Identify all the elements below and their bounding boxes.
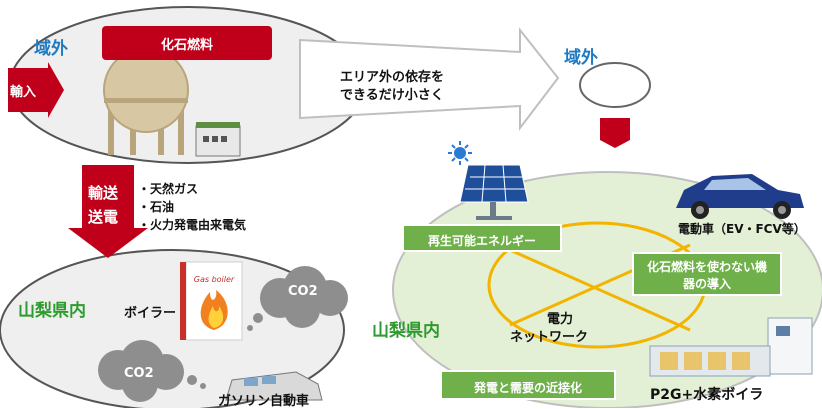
gasoline-car-label: ガソリン自動車 (218, 394, 310, 409)
transport-label: 輸送 (88, 184, 119, 202)
non-fossil-appliance-label-2: 器の導入 (682, 277, 731, 291)
reduce-dependency-text-1: エリア外の依存を (340, 70, 445, 85)
factory-icon (195, 122, 241, 157)
bullet-oil: ・石油 (138, 200, 175, 214)
power-network-line-1 (509, 248, 691, 332)
transport-arrow (68, 165, 148, 258)
boiler-label: ボイラー (124, 306, 177, 321)
electric-car-icon (676, 174, 804, 219)
reduce-dependency-arrow (299, 27, 560, 131)
power-network-label-1: 電力 (546, 312, 573, 327)
proximity-label: 発電と需要の近接化 (473, 381, 582, 395)
import-arrow (8, 62, 64, 118)
boiler-box-text: Gas boiler (194, 275, 235, 284)
renewable-energy-box: 再生可能エネルギー (402, 224, 562, 252)
small-downward-block (600, 118, 630, 148)
fossil-fuel-box: 化石燃料 (102, 26, 272, 60)
smoke-cloud-icon (247, 266, 348, 331)
inside-area-ellipse (0, 249, 345, 408)
bullet-natural-gas: ・天然ガス (138, 182, 199, 196)
inside-area-label: 山梨県内 (18, 301, 86, 321)
solar-panel-icon (459, 164, 529, 220)
outside-area-label: 域外 (34, 39, 68, 59)
renewable-energy-label: 再生可能エネルギー (427, 234, 536, 248)
non-fossil-appliance-label-1: 化石燃料を使わない機 (646, 260, 767, 274)
electric-vehicle-label: 電動車（EV・FCV等） (678, 222, 806, 236)
fossil-fuel-label: 化石燃料 (160, 38, 213, 53)
power-network-label-2: ネットワーク (510, 330, 589, 345)
co2-label-bottom: CO2 (124, 366, 154, 381)
power-transmission-label: 送電 (88, 208, 119, 226)
p2g-equipment-icon (649, 317, 813, 377)
proximity-box: 発電と需要の近接化 (440, 370, 616, 400)
lpg-tank-icon (103, 47, 189, 155)
gasoline-car-icon (225, 371, 323, 401)
right-outside-area-label: 域外 (564, 48, 598, 68)
non-fossil-appliance-box: 化石燃料を使わない機 器の導入 (632, 252, 782, 296)
sun-icon (448, 141, 472, 165)
co2-label-top: CO2 (288, 284, 318, 299)
outside-area-small-ellipse (579, 62, 651, 108)
smoke-cloud-icon (98, 340, 206, 402)
import-label: 輸入 (10, 85, 37, 100)
flame-icon (200, 290, 228, 330)
right-inside-area-label: 山梨県内 (372, 321, 440, 341)
p2g-label: P2G+水素ボイラ (650, 387, 764, 403)
bullet-thermal-electricity: ・火力発電由来電気 (138, 218, 247, 232)
reduce-dependency-text-2: できるだけ小さく (340, 88, 444, 103)
